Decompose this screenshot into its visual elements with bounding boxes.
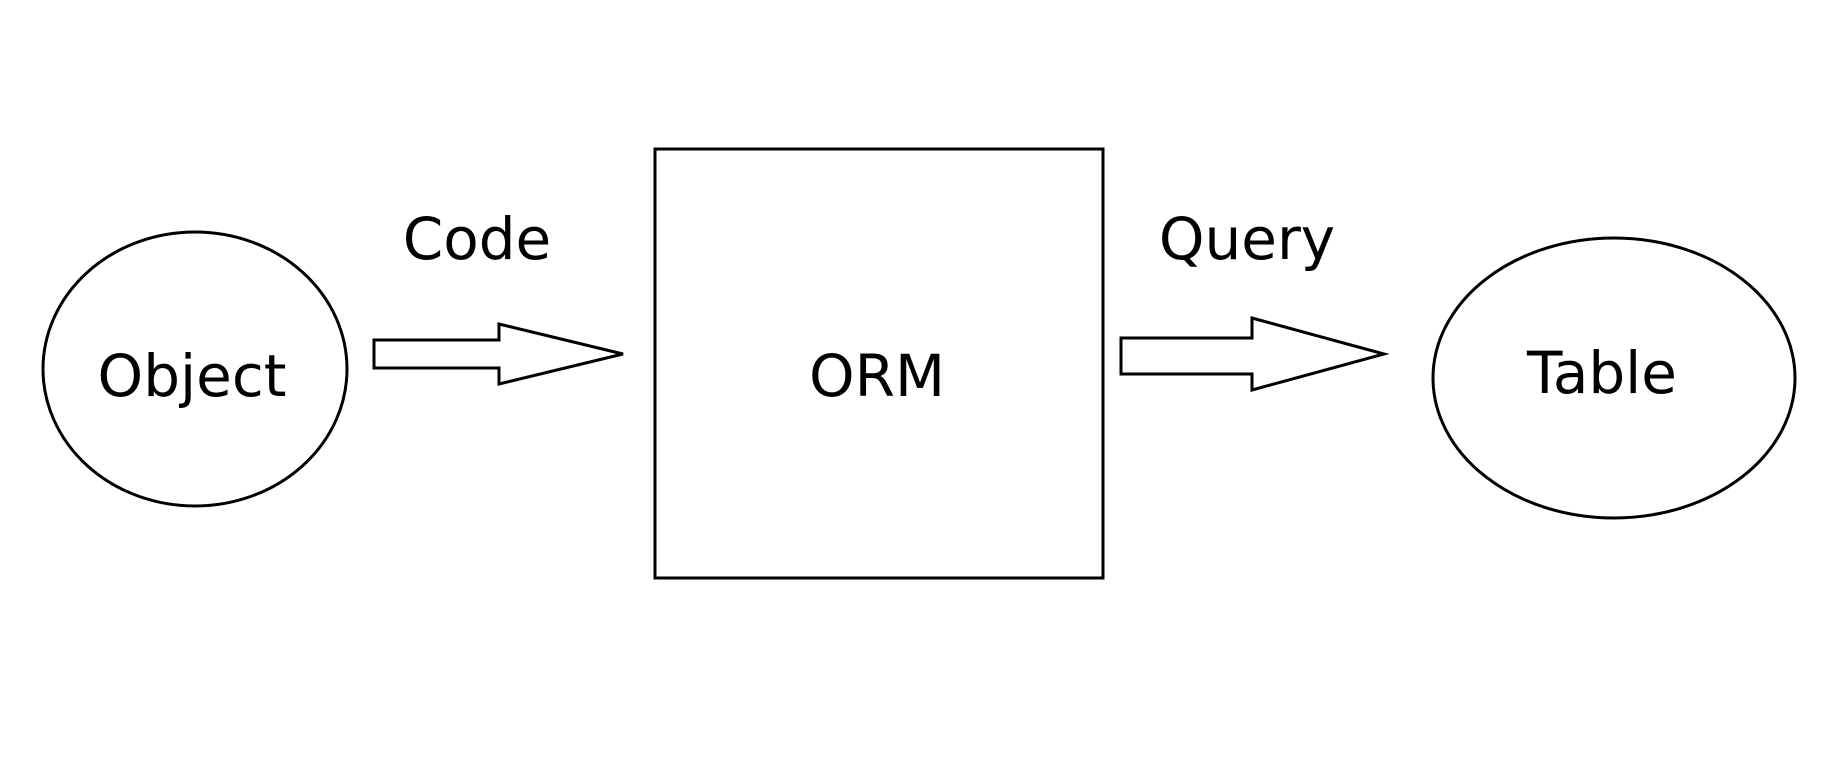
orm-box: [653, 147, 1105, 580]
orm-node: ORM: [653, 147, 1105, 580]
code-arrow-shape: [372, 322, 624, 386]
table-ellipse: [1431, 236, 1797, 520]
query-arrow-shape: [1119, 316, 1390, 392]
object-label: Object: [98, 342, 287, 410]
table-label: Table: [1526, 339, 1677, 407]
code-label: Code: [403, 205, 551, 273]
orm-label: ORM: [809, 342, 945, 410]
query-label: Query: [1159, 205, 1335, 273]
query-arrow: Query: [1119, 205, 1390, 392]
object-ellipse: [41, 230, 349, 508]
table-node: Table: [1431, 236, 1797, 520]
code-arrow: Code: [372, 205, 624, 386]
object-node: Object: [41, 230, 349, 508]
